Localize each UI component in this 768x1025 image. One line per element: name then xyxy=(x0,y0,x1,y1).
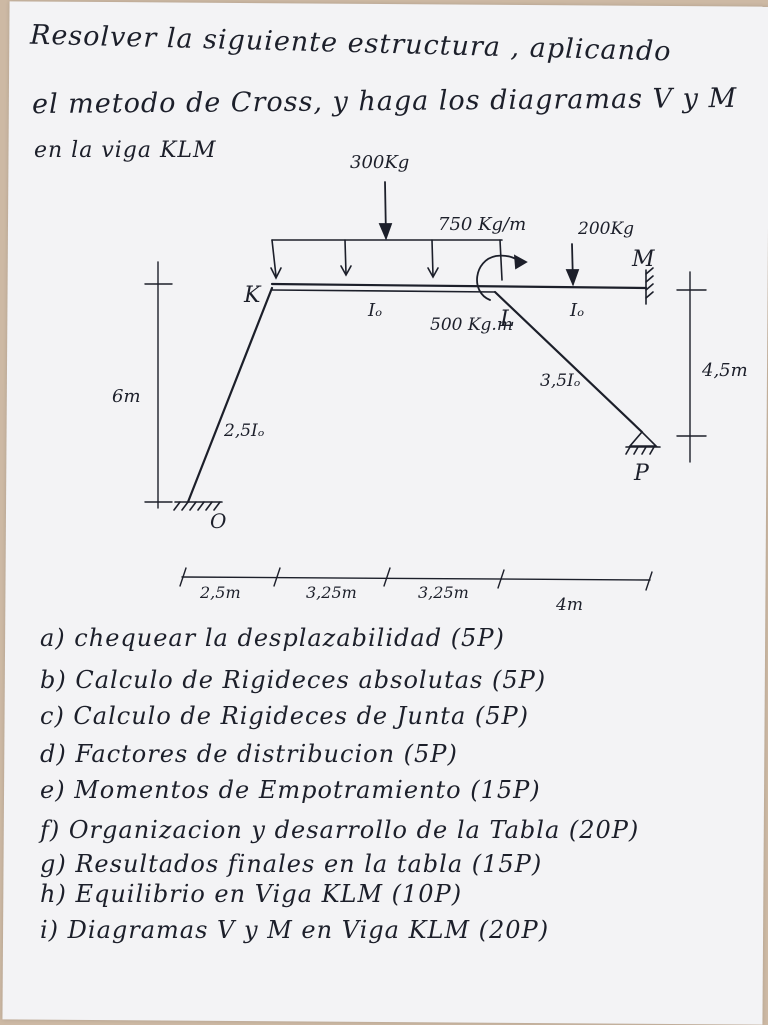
task-f: f) Organizacion y desarrollo de la Tabla… xyxy=(40,816,640,844)
inertia-lm: Iₒ xyxy=(569,300,584,321)
task-a: a) chequear la desplazabilidad (5P) xyxy=(40,624,505,652)
task-c: c) Calculo de Rigideces de Junta (5P) xyxy=(40,702,530,730)
span-1: 2,5m xyxy=(199,583,241,602)
node-m: M xyxy=(631,247,655,272)
label-300kg: 300Kg xyxy=(350,152,409,173)
dim-left-height xyxy=(144,261,173,509)
node-o: O xyxy=(210,509,226,533)
label-750kgm: 750 Kg/m xyxy=(438,214,526,235)
dim-horizontal xyxy=(179,567,653,591)
dim-right-height xyxy=(676,271,707,463)
task-e: e) Momentos de Empotramiento (15P) xyxy=(40,776,541,804)
fixed-support-o xyxy=(173,501,223,511)
inertia-lp: 3,5Iₒ xyxy=(540,371,581,391)
node-p: P xyxy=(633,461,650,486)
label-6m: 6m xyxy=(112,386,141,407)
span-3: 3,25m xyxy=(418,583,469,602)
node-l: L xyxy=(499,307,515,332)
inertia-ok: 2,5Iₒ xyxy=(223,421,265,441)
moment-arrow xyxy=(476,254,528,301)
label-200kg: 200Kg xyxy=(577,219,634,239)
label-500kgm: 500 Kg.m xyxy=(430,315,513,335)
member-lp xyxy=(493,290,644,434)
node-k: K xyxy=(243,283,262,308)
task-i: i) Diagramas V y M en Viga KLM (20P) xyxy=(40,916,550,944)
task-g: g) Resultados finales en la tabla (15P) xyxy=(40,850,543,878)
beam-klm xyxy=(270,282,648,290)
statement-line-3: en la viga KLM xyxy=(34,138,217,163)
fixed-support-m xyxy=(645,267,654,305)
point-load-200 xyxy=(565,243,580,287)
pin-support-p xyxy=(625,430,661,455)
span-2: 3,25m xyxy=(306,583,357,602)
point-load-300 xyxy=(378,181,393,241)
span-4: 4m xyxy=(555,595,583,615)
distributed-load xyxy=(270,239,503,281)
member-ok xyxy=(186,286,274,504)
task-d: d) Factores de distribucion (5P) xyxy=(40,740,458,768)
task-h: h) Equilibrio en Viga KLM (10P) xyxy=(40,880,463,908)
task-b: b) Calculo de Rigideces absolutas (5P) xyxy=(40,666,547,694)
label-4-5m: 4,5m xyxy=(701,360,748,381)
inertia-kl: Iₒ xyxy=(367,300,382,321)
